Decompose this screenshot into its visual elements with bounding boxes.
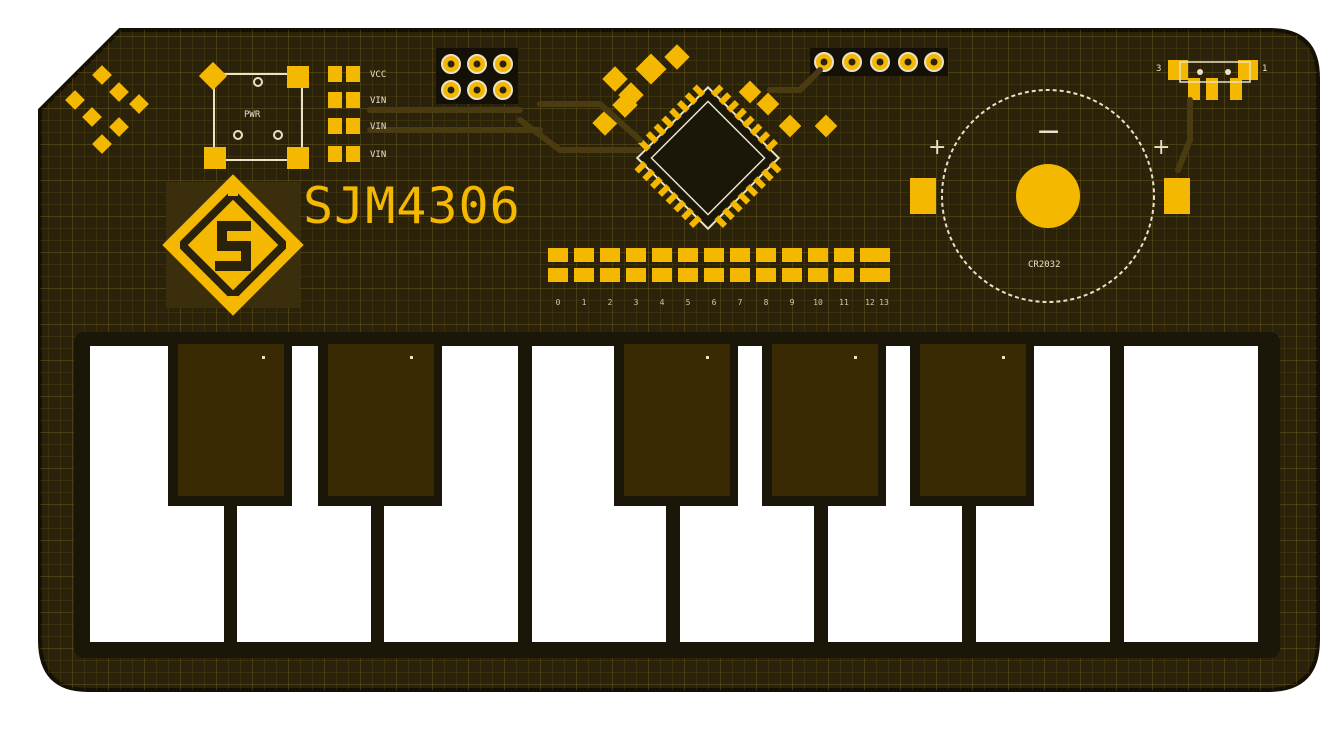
header-label-3: VIN — [370, 122, 387, 132]
white-key-8[interactable] — [1124, 346, 1258, 642]
pin-label: 10 — [813, 298, 823, 307]
battery-minus: − — [1036, 114, 1062, 149]
pin-label: 7 — [737, 298, 743, 307]
brand-title: SJM4306 — [303, 177, 521, 235]
pin-label: 2 — [607, 298, 613, 307]
switch-label-3: 3 — [1156, 64, 1162, 74]
slide-switch — [1168, 60, 1258, 100]
battery-plus-right: + — [1152, 135, 1171, 160]
header-label-2: VIN — [370, 96, 387, 106]
coin-battery-holder — [910, 89, 1190, 303]
diagonal-resistor-array — [65, 65, 149, 154]
pin-label: 1 — [581, 298, 587, 307]
piano-keys-icon — [90, 336, 1258, 642]
pin-label: 8 — [763, 298, 769, 307]
pin-label: 13 — [879, 298, 889, 307]
battery-label: CR2032 — [1028, 260, 1061, 270]
black-key-2[interactable] — [328, 344, 434, 496]
power-header-pads — [328, 66, 360, 162]
switch-label-1: 1 — [1262, 64, 1268, 74]
header-label-4: VIN — [370, 150, 387, 160]
microcontroller-chip — [634, 84, 782, 231]
pin-label: 6 — [711, 298, 717, 307]
pin-label: 9 — [789, 298, 795, 307]
serial-header — [810, 48, 948, 76]
header-label-1: VCC — [370, 70, 387, 80]
black-key-5[interactable] — [920, 344, 1026, 496]
brand-logo-icon — [162, 174, 304, 316]
pin-label: 4 — [659, 298, 665, 307]
battery-plus-left: + — [928, 135, 947, 160]
pin-label: 12 — [865, 298, 875, 307]
pin-label: 11 — [839, 298, 849, 307]
pin-label: 3 — [633, 298, 639, 307]
black-key-3[interactable] — [624, 344, 730, 496]
icsp-header — [436, 48, 518, 104]
power-label: PWR — [244, 110, 261, 120]
black-key-1[interactable] — [178, 344, 284, 496]
pin-label: 5 — [685, 298, 691, 307]
copper-traces — [367, 67, 1193, 173]
pin-label: 0 — [555, 298, 561, 307]
gpio-pin-header — [548, 248, 890, 282]
black-key-4[interactable] — [772, 344, 878, 496]
